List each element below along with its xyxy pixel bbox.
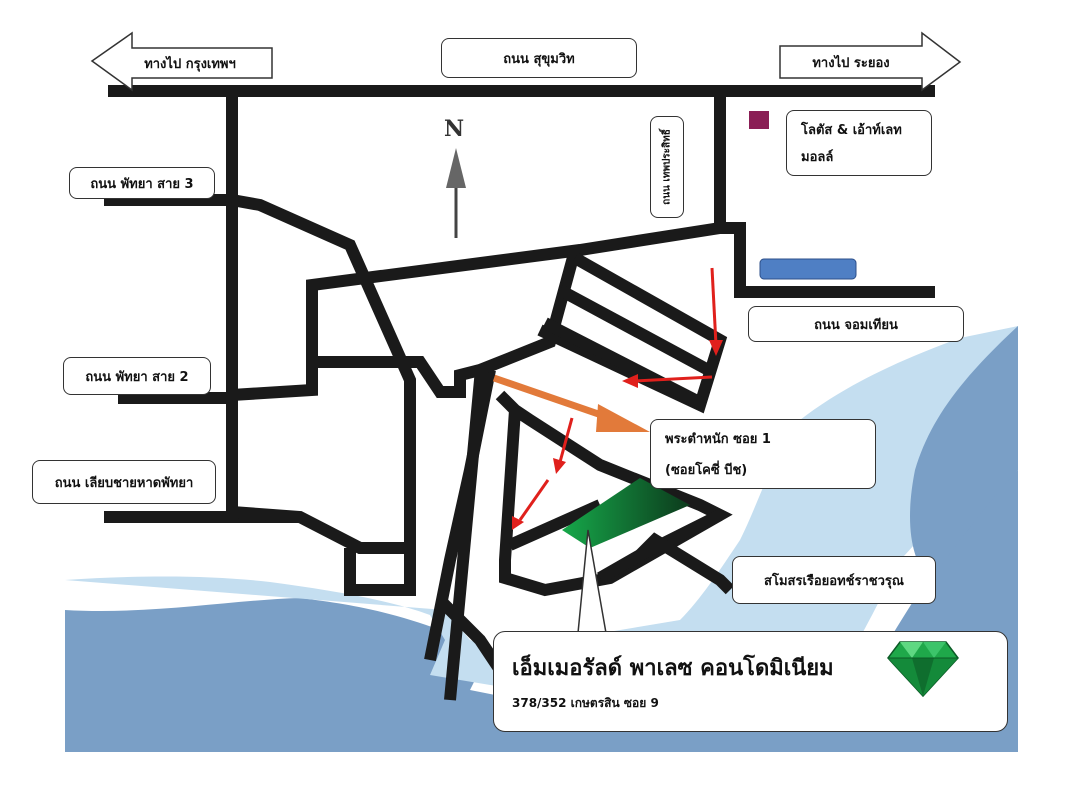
lotus-line-1: โลตัส & เอ้าท์เลท xyxy=(801,123,902,138)
label-pattaya-2-road: ถนน พัทยา สาย 2 xyxy=(63,357,211,395)
label-sukhumvit-road: ถนน สุขุมวิท xyxy=(441,38,637,78)
phratamnak-line-1: พระตำหนัก ซอย 1 xyxy=(665,432,771,447)
route-arrows xyxy=(512,267,723,530)
callout-address: 378/352 เกษตรสิน ซอย 9 xyxy=(512,696,659,710)
label-yacht-club: สโมสรเรือยอทช์ราชวรุณ xyxy=(732,556,936,604)
north-arrow-icon xyxy=(446,148,466,238)
thepprasit-text: ถนน เทพประสิทธิ์ xyxy=(661,129,673,205)
arrow-to-rayong xyxy=(779,31,962,92)
lotus-marker xyxy=(749,111,769,129)
label-beach-road: ถนน เลียบชายหาดพัทยา xyxy=(32,460,216,504)
label-pattaya-3-road: ถนน พัทยา สาย 3 xyxy=(69,167,215,199)
label-lotus-outlet: โลตัส & เอ้าท์เลท มอลล์ xyxy=(786,110,932,176)
sea-dark-east xyxy=(910,326,1018,580)
lotus-line-2: มอลล์ xyxy=(801,150,834,165)
sea-dark xyxy=(65,470,1018,752)
blue-marker xyxy=(759,258,857,280)
emerald-palace-callout: เอ็มเมอรัลด์ พาเลซ คอนโดมิเนียม 378/352 … xyxy=(493,631,1008,732)
callout-title: เอ็มเมอรัลด์ พาเลซ คอนโดมิเนียม xyxy=(512,656,834,681)
label-to-bangkok: ทางไป กรุงเทพฯ xyxy=(144,56,236,72)
label-to-rayong: ทางไป ระยอง xyxy=(812,55,890,71)
phratamnak-line-2: (ซอยโคซี่ บีช) xyxy=(665,463,748,478)
arrow-to-bangkok xyxy=(90,31,273,92)
diamond-icon xyxy=(887,641,959,698)
label-thepprasit-road: ถนน เทพประสิทธิ์ xyxy=(650,116,684,218)
emerald-palace-building xyxy=(562,478,690,548)
orange-route-arrow xyxy=(492,374,650,432)
label-jomtien-road: ถนน จอมเทียน xyxy=(748,306,964,342)
north-label: N xyxy=(444,116,465,142)
label-phratamnak-soi-1: พระตำหนัก ซอย 1 (ซอยโคซี่ บีช) xyxy=(650,419,876,489)
road-network xyxy=(104,85,935,704)
